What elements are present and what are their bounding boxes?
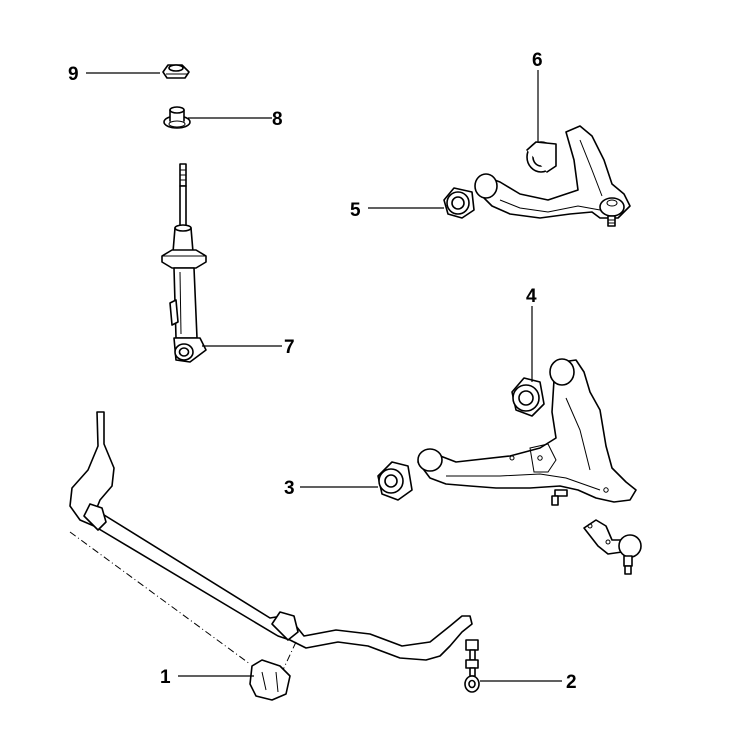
callout-4: 4	[526, 286, 537, 307]
part-4-lower-arm-assembly	[417, 358, 637, 506]
part-8-washer	[163, 106, 191, 129]
callout-2: 2	[566, 672, 577, 693]
part-6-upper-arm-assembly	[474, 125, 631, 227]
callout-9: 9	[68, 64, 79, 85]
part-2-stabilizer-link	[464, 639, 480, 693]
callout-6: 6	[532, 50, 543, 71]
callout-5: 5	[350, 200, 361, 221]
leader-lines	[86, 70, 562, 682]
callout-8: 8	[272, 109, 283, 130]
callout-3: 3	[284, 478, 295, 499]
part-1-stabilizer-bar	[69, 411, 473, 701]
part-7-shock-absorber	[161, 163, 207, 363]
part-5-bushing	[443, 187, 475, 219]
callout-7: 7	[284, 337, 295, 358]
part-9-nut	[162, 64, 190, 79]
part-3-bushing	[377, 461, 413, 501]
lower-ball-joint	[583, 519, 642, 575]
callout-1: 1	[160, 667, 171, 688]
